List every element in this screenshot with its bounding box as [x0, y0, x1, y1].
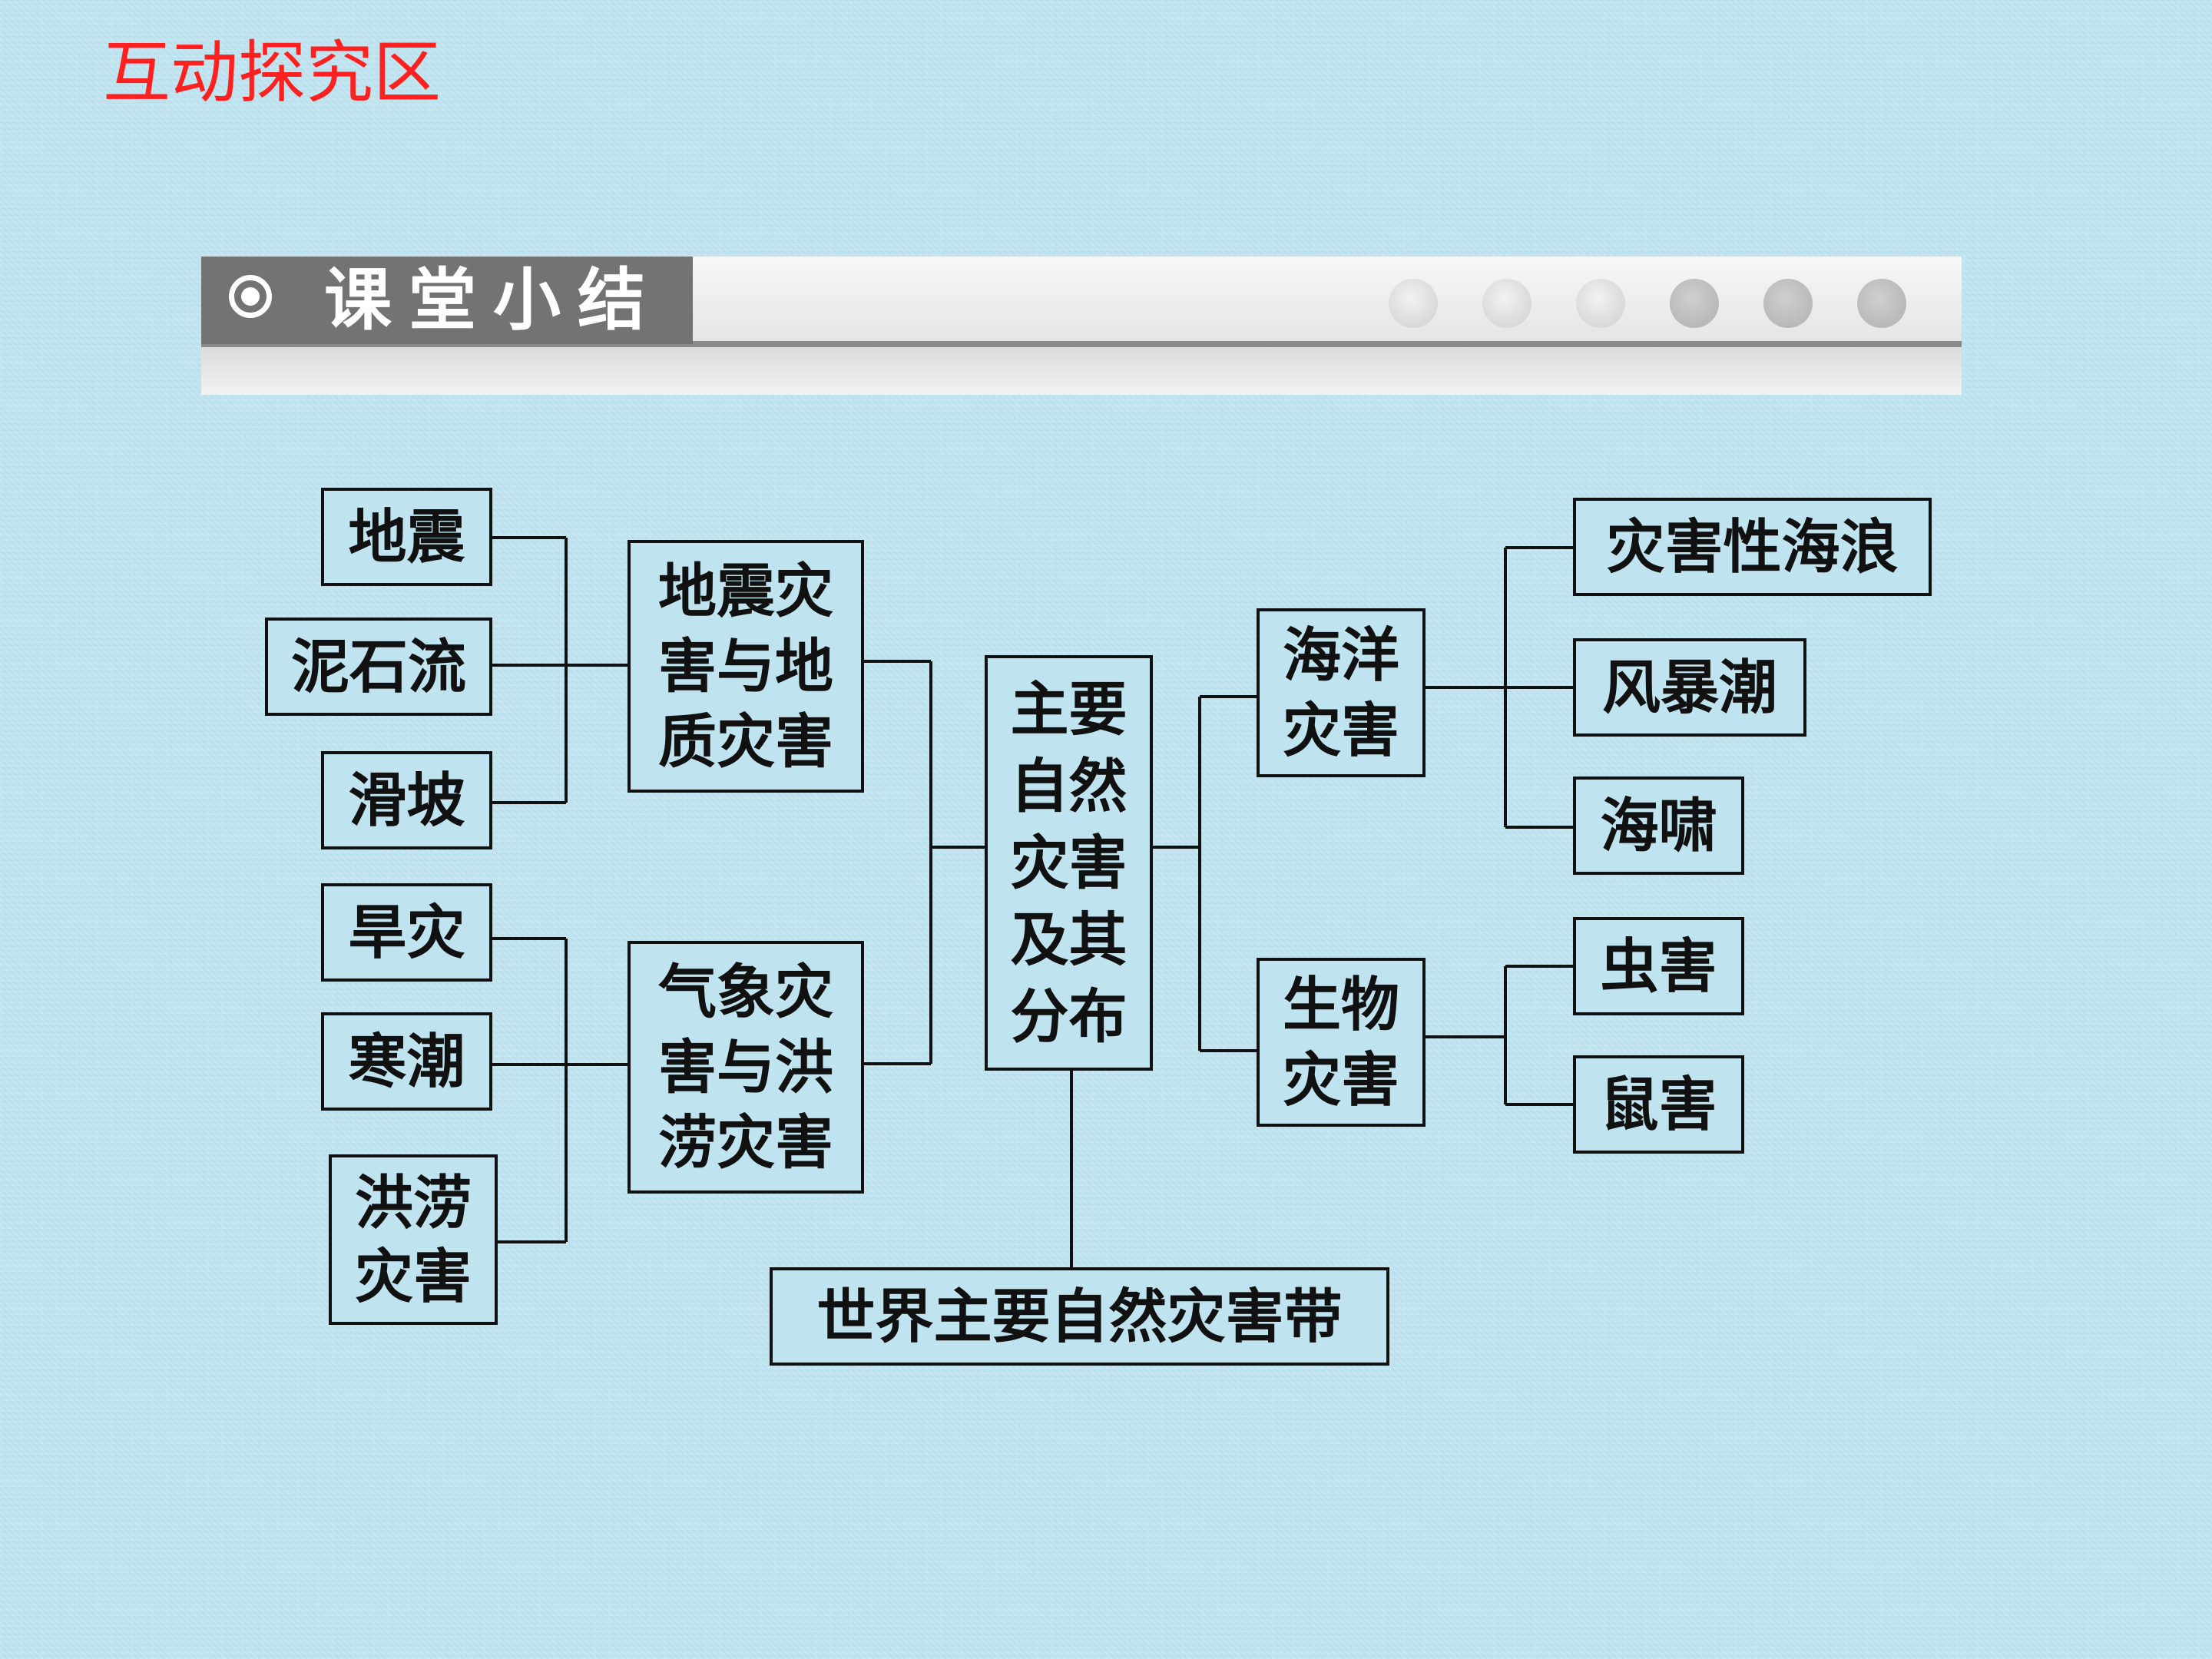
- group-ocean-box: [1257, 608, 1426, 777]
- center-node-box: [985, 655, 1153, 1071]
- banner-dot: [1576, 279, 1625, 328]
- page-title: 互动探究区: [103, 33, 442, 112]
- group-weather-label: 涝灾害: [658, 1108, 833, 1177]
- banner-dot: [1857, 279, 1906, 328]
- leaf-drought: 旱灾: [321, 883, 492, 982]
- banner-divider: [201, 341, 1962, 347]
- group-ocean-label: 灾害: [1283, 697, 1399, 765]
- center-node-label: 分布: [1011, 982, 1128, 1051]
- leaf-cold-wave-label: 寒潮: [349, 1028, 465, 1096]
- bottom-node-box: [770, 1267, 1389, 1366]
- group-weather-box: [628, 941, 864, 1194]
- leaf-mudflow-label: 泥石流: [291, 633, 466, 701]
- group-ocean-label: 海洋: [1283, 621, 1399, 690]
- leaf-earthquake-box: [321, 488, 492, 586]
- bottom-node: 世界主要自然灾害带: [770, 1267, 1389, 1366]
- banner-dot: [1670, 279, 1719, 328]
- banner-bottom-strip: [201, 347, 1962, 395]
- leaf-tsunami: 海啸: [1573, 777, 1744, 875]
- center-node-label: 主要: [1011, 675, 1128, 743]
- group-biological-label: 灾害: [1283, 1046, 1399, 1114]
- leaf-storm-wave-label: 灾害性海浪: [1607, 513, 1899, 581]
- leaf-storm-surge-box: [1573, 638, 1806, 737]
- leaf-earthquake: 地震: [321, 488, 492, 586]
- leaf-landslide-box: [321, 751, 492, 849]
- group-geologic-label: 地震灾: [658, 557, 833, 625]
- leaf-insect-pest-label: 虫害: [1601, 932, 1717, 1001]
- center-node-label: 自然: [1011, 752, 1128, 820]
- banner-dot: [1389, 279, 1438, 328]
- section-banner: 课堂小结: [201, 257, 1962, 395]
- leaf-rodent-pest-label: 鼠害: [1601, 1071, 1717, 1139]
- group-biological-label: 生物: [1283, 971, 1399, 1039]
- diagram-nodes: 地震泥石流滑坡旱灾寒潮洪涝灾害地震灾害与地质灾害气象灾害与洪涝灾害主要自然灾害及…: [265, 488, 1932, 1366]
- group-geologic-label: 害与地: [658, 632, 833, 700]
- leaf-flood-label: 灾害: [355, 1243, 472, 1311]
- leaf-storm-surge: 风暴潮: [1573, 638, 1806, 737]
- target-icon: [229, 275, 272, 318]
- center-node-label: 及其: [1011, 906, 1128, 974]
- leaf-rodent-pest-box: [1573, 1055, 1744, 1154]
- leaf-cold-wave: 寒潮: [321, 1012, 492, 1111]
- leaf-flood-label: 洪涝: [355, 1169, 472, 1237]
- leaf-tsunami-label: 海啸: [1601, 792, 1717, 860]
- leaf-insect-pest-box: [1573, 917, 1744, 1015]
- leaf-cold-wave-box: [321, 1012, 492, 1111]
- group-biological-box: [1257, 958, 1426, 1127]
- bottom-node-label: 世界主要自然灾害带: [817, 1283, 1343, 1351]
- banner-title: 课堂小结: [324, 260, 663, 339]
- connector-lines: [491, 536, 1575, 1269]
- banner-label: 课堂小结: [201, 257, 693, 344]
- leaf-drought-label: 旱灾: [349, 899, 465, 967]
- leaf-drought-box: [321, 883, 492, 982]
- leaf-landslide: 滑坡: [321, 751, 492, 849]
- leaf-storm-surge-label: 风暴潮: [1602, 654, 1777, 722]
- banner-dot: [1763, 279, 1813, 328]
- leaf-landslide-label: 滑坡: [349, 767, 465, 835]
- leaf-rodent-pest: 鼠害: [1573, 1055, 1744, 1154]
- leaf-storm-wave: 灾害性海浪: [1573, 498, 1932, 596]
- banner-dot: [1482, 279, 1532, 328]
- center-node-label: 灾害: [1011, 829, 1128, 897]
- leaf-mudflow: 泥石流: [265, 618, 492, 716]
- group-weather-label: 害与洪: [658, 1033, 833, 1101]
- leaf-insect-pest: 虫害: [1573, 917, 1744, 1015]
- group-geologic-box: [628, 540, 864, 793]
- leaf-storm-wave-box: [1573, 498, 1932, 596]
- leaf-flood-box: [329, 1154, 498, 1325]
- leaf-tsunami-box: [1573, 777, 1744, 875]
- leaf-mudflow-box: [265, 618, 492, 716]
- leaf-earthquake-label: 地震: [349, 503, 466, 571]
- group-weather-label: 气象灾: [658, 958, 833, 1026]
- group-geologic-label: 质灾害: [658, 707, 833, 776]
